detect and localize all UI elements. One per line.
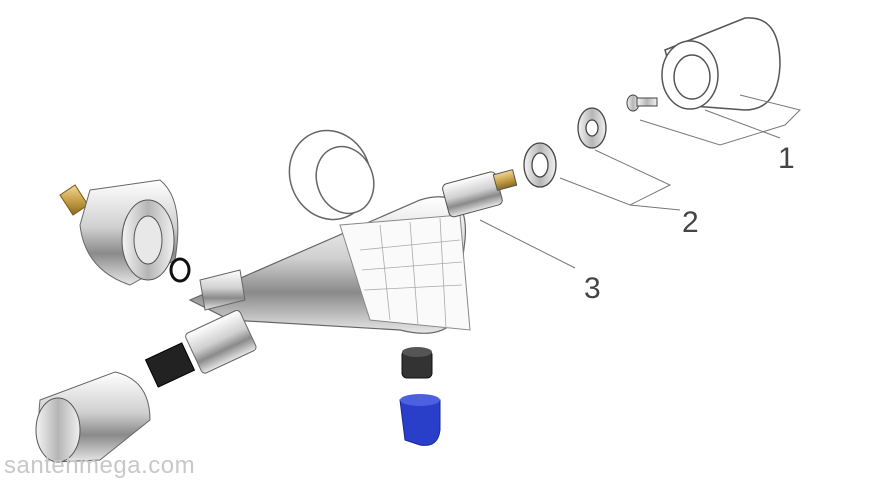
part-2-adapter: [577, 107, 607, 149]
callout-2: 2: [682, 206, 699, 239]
left-handle: [35, 371, 151, 463]
left-valve-housing: [59, 179, 191, 286]
aerator-key: [399, 394, 441, 446]
part-3-cartridge: [442, 169, 518, 218]
watermark: santehmega.com: [4, 452, 196, 479]
leader-lines: [479, 94, 801, 269]
faucet-body: [188, 196, 471, 334]
aerator: [401, 347, 433, 379]
wall-flange: [288, 129, 375, 221]
part-1-handle-cap: [661, 17, 781, 111]
part-2-ring: [523, 142, 557, 188]
callout-1: 1: [778, 142, 795, 175]
callout-3: 3: [584, 272, 601, 305]
left-cartridge: [144, 310, 257, 388]
part-1-screw: [626, 94, 658, 112]
